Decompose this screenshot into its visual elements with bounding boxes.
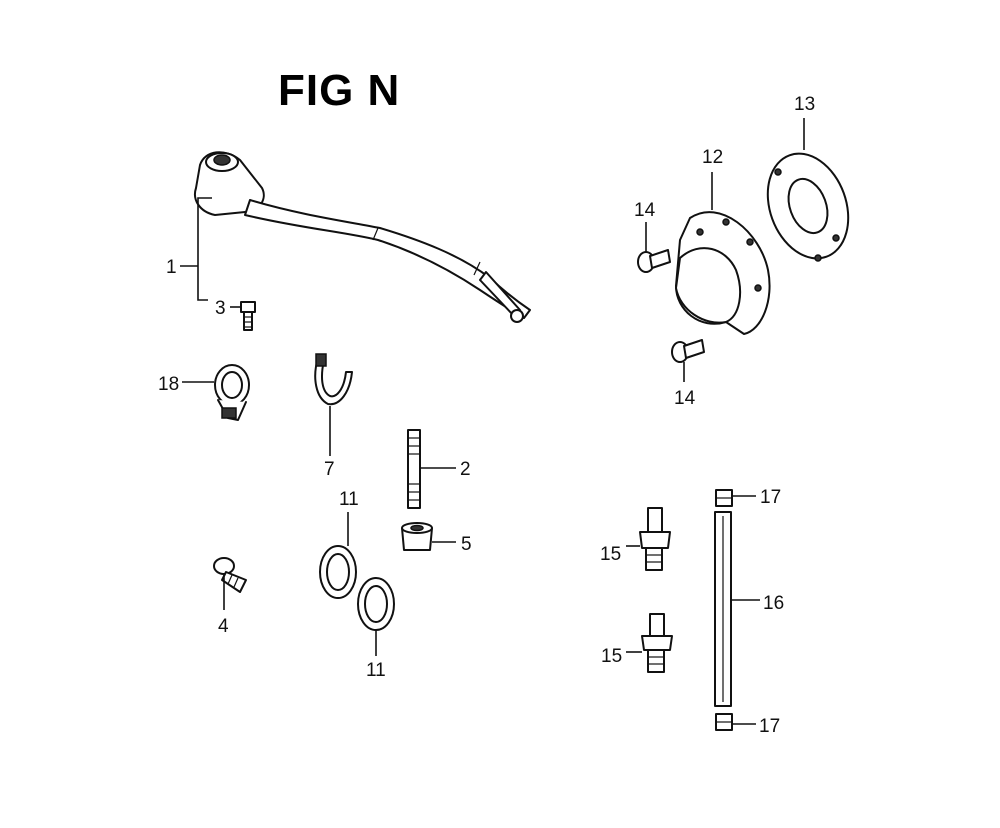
callout-5: 5 [461, 534, 472, 555]
callout-15-lower: 15 [601, 646, 622, 667]
callout-14-upper: 14 [634, 200, 656, 221]
callout-11-upper: 11 [339, 489, 359, 510]
part-11-gasket-lower [357, 577, 395, 656]
callout-4: 4 [218, 616, 229, 637]
callout-3: 3 [215, 298, 226, 319]
callout-14-lower: 14 [674, 388, 696, 409]
part-14-screw-upper [637, 222, 671, 273]
part-17-cap-lower [715, 713, 756, 731]
part-13-flange [766, 118, 850, 262]
part-1-cable-assembly [180, 151, 531, 323]
callout-16: 16 [763, 593, 784, 614]
part-2-stud [407, 429, 456, 509]
callout-17-upper: 17 [760, 487, 781, 508]
callout-13: 13 [794, 94, 815, 115]
part-14-screw-lower [671, 339, 705, 382]
callout-1: 1 [166, 257, 177, 278]
part-5-nut [401, 522, 456, 551]
callout-17-lower: 17 [759, 716, 780, 737]
callout-7: 7 [324, 459, 335, 480]
part-3-bolt [230, 301, 256, 331]
figure-title: FIG N [278, 66, 401, 115]
part-15-fitting-upper [626, 507, 671, 571]
callout-11-lower: 11 [366, 660, 386, 681]
part-4-screw [213, 557, 247, 610]
part-18-hose-clamp [182, 364, 250, 421]
callout-18: 18 [158, 374, 179, 395]
callout-12: 12 [702, 147, 723, 168]
part-16-tube [714, 511, 760, 707]
callout-15-upper: 15 [600, 544, 621, 565]
part-11-gasket-upper [319, 512, 357, 599]
part-15-fitting-lower [626, 613, 673, 673]
part-12-cover [675, 172, 771, 335]
part-17-cap-upper [715, 489, 756, 507]
part-7-wire-clip [314, 353, 353, 456]
callout-2: 2 [460, 459, 471, 480]
